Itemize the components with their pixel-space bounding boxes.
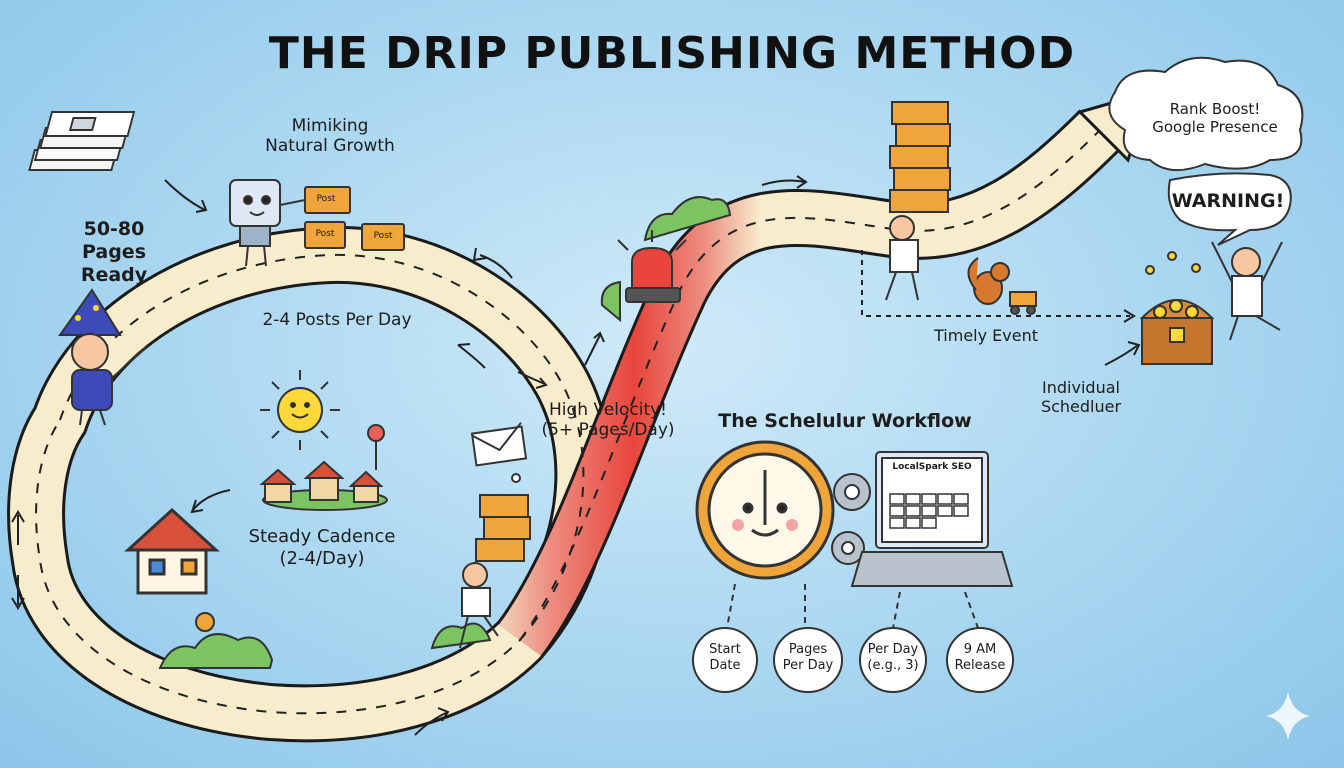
wizard-icon	[58, 288, 149, 426]
post-boxes	[304, 186, 405, 251]
workflow-step-pages-per-day: Pages Per Day	[774, 642, 842, 673]
celebrating-person-icon	[1211, 241, 1283, 341]
high-velocity-line-1: High Velocity!	[549, 400, 667, 420]
natural-growth-line-2: Natural Growth	[265, 136, 395, 157]
step-2-line-2: Per Day	[782, 657, 834, 673]
clock-icon	[695, 440, 835, 580]
warning-bubble	[1167, 172, 1292, 246]
workflow-step-start-date: Start Date	[693, 642, 757, 673]
high-velocity-line-2: (5+ Pages/Day)	[541, 420, 675, 441]
steady-cadence-line-2: (2-4/Day)	[279, 547, 365, 569]
step-1-line-2: Date	[709, 657, 741, 673]
steady-cadence-line-1: Steady Cadence	[248, 526, 396, 547]
worker-icon	[885, 215, 919, 301]
timely-event-path	[861, 250, 1130, 317]
gear-icon	[831, 473, 871, 565]
pages-ready-line-1: 50-80	[83, 218, 145, 240]
steady-cadence-label: Steady Cadence (2-4/Day)	[232, 526, 412, 569]
high-velocity-label: High Velocity! (5+ Pages/Day)	[518, 400, 698, 441]
pages-ready-line-3: Ready	[80, 263, 148, 286]
worker-carrying-boxes-icon	[459, 494, 531, 649]
box-tower-icon	[889, 101, 951, 213]
step-1-line-1: Start	[709, 642, 741, 657]
natural-growth-label: Mimiking Natural Growth	[250, 116, 410, 157]
siren-icon	[617, 230, 687, 303]
box-tag-3: Post	[373, 231, 393, 241]
natural-growth-line-1: Mimiking	[291, 116, 369, 136]
workflow-title: The Schelulur Workflow	[718, 410, 972, 432]
pages-ready-line-2: Pages	[81, 240, 147, 263]
village-icon	[259, 424, 388, 511]
step-3-line-1: Per Day	[867, 642, 919, 657]
envelope-icon	[470, 422, 528, 483]
workflow-connectors	[726, 583, 979, 629]
step-2-line-1: Pages	[788, 642, 828, 657]
rank-boost-line-1: Rank Boost!	[1169, 100, 1261, 118]
treasure-chest-icon	[1139, 251, 1215, 365]
step-4-line-2: Release	[954, 657, 1006, 673]
direction-arrows	[11, 175, 1141, 736]
box-tag-2: Post	[315, 229, 335, 239]
step-3-line-2: (e.g., 3)	[867, 657, 919, 673]
warning-label: WARNING!	[1171, 190, 1285, 212]
page-title: THE DRIP PUBLISHING METHOD	[268, 28, 1076, 79]
house-icon	[124, 507, 220, 595]
robot-icon	[229, 179, 306, 267]
timely-event-label: Timely Event	[934, 326, 1038, 345]
sun-icon	[260, 370, 340, 450]
box-tag-1: Post	[316, 194, 336, 204]
sparkle-icon	[1266, 692, 1310, 740]
individual-scheduler-line-1: Individual	[1042, 378, 1120, 397]
individual-scheduler-line-2: Schedluer	[1040, 397, 1122, 417]
individual-scheduler-label: Individual Schedluer	[1016, 378, 1146, 416]
paper-stack-icon	[28, 111, 136, 171]
app-name-label: LocalSpark SEO	[892, 462, 972, 472]
cloud-icon	[1108, 56, 1304, 171]
arrow-head-icon	[1123, 309, 1136, 323]
rank-boost-label: Rank Boost! Google Presence	[1140, 100, 1290, 136]
laptop-icon	[850, 451, 1014, 587]
rank-boost-line-2: Google Presence	[1152, 118, 1278, 136]
posts-per-day-label: 2-4 Posts Per Day	[262, 310, 412, 330]
workflow-step-release: 9 AM Release	[947, 642, 1013, 673]
squirrel-icon	[967, 257, 1037, 315]
pages-ready-label: 50-80 Pages Ready	[64, 218, 164, 286]
workflow-step-circles	[692, 627, 1014, 693]
step-4-line-1: 9 AM	[963, 642, 997, 657]
workflow-step-per-day: Per Day (e.g., 3)	[860, 642, 926, 673]
bushes	[158, 196, 732, 669]
